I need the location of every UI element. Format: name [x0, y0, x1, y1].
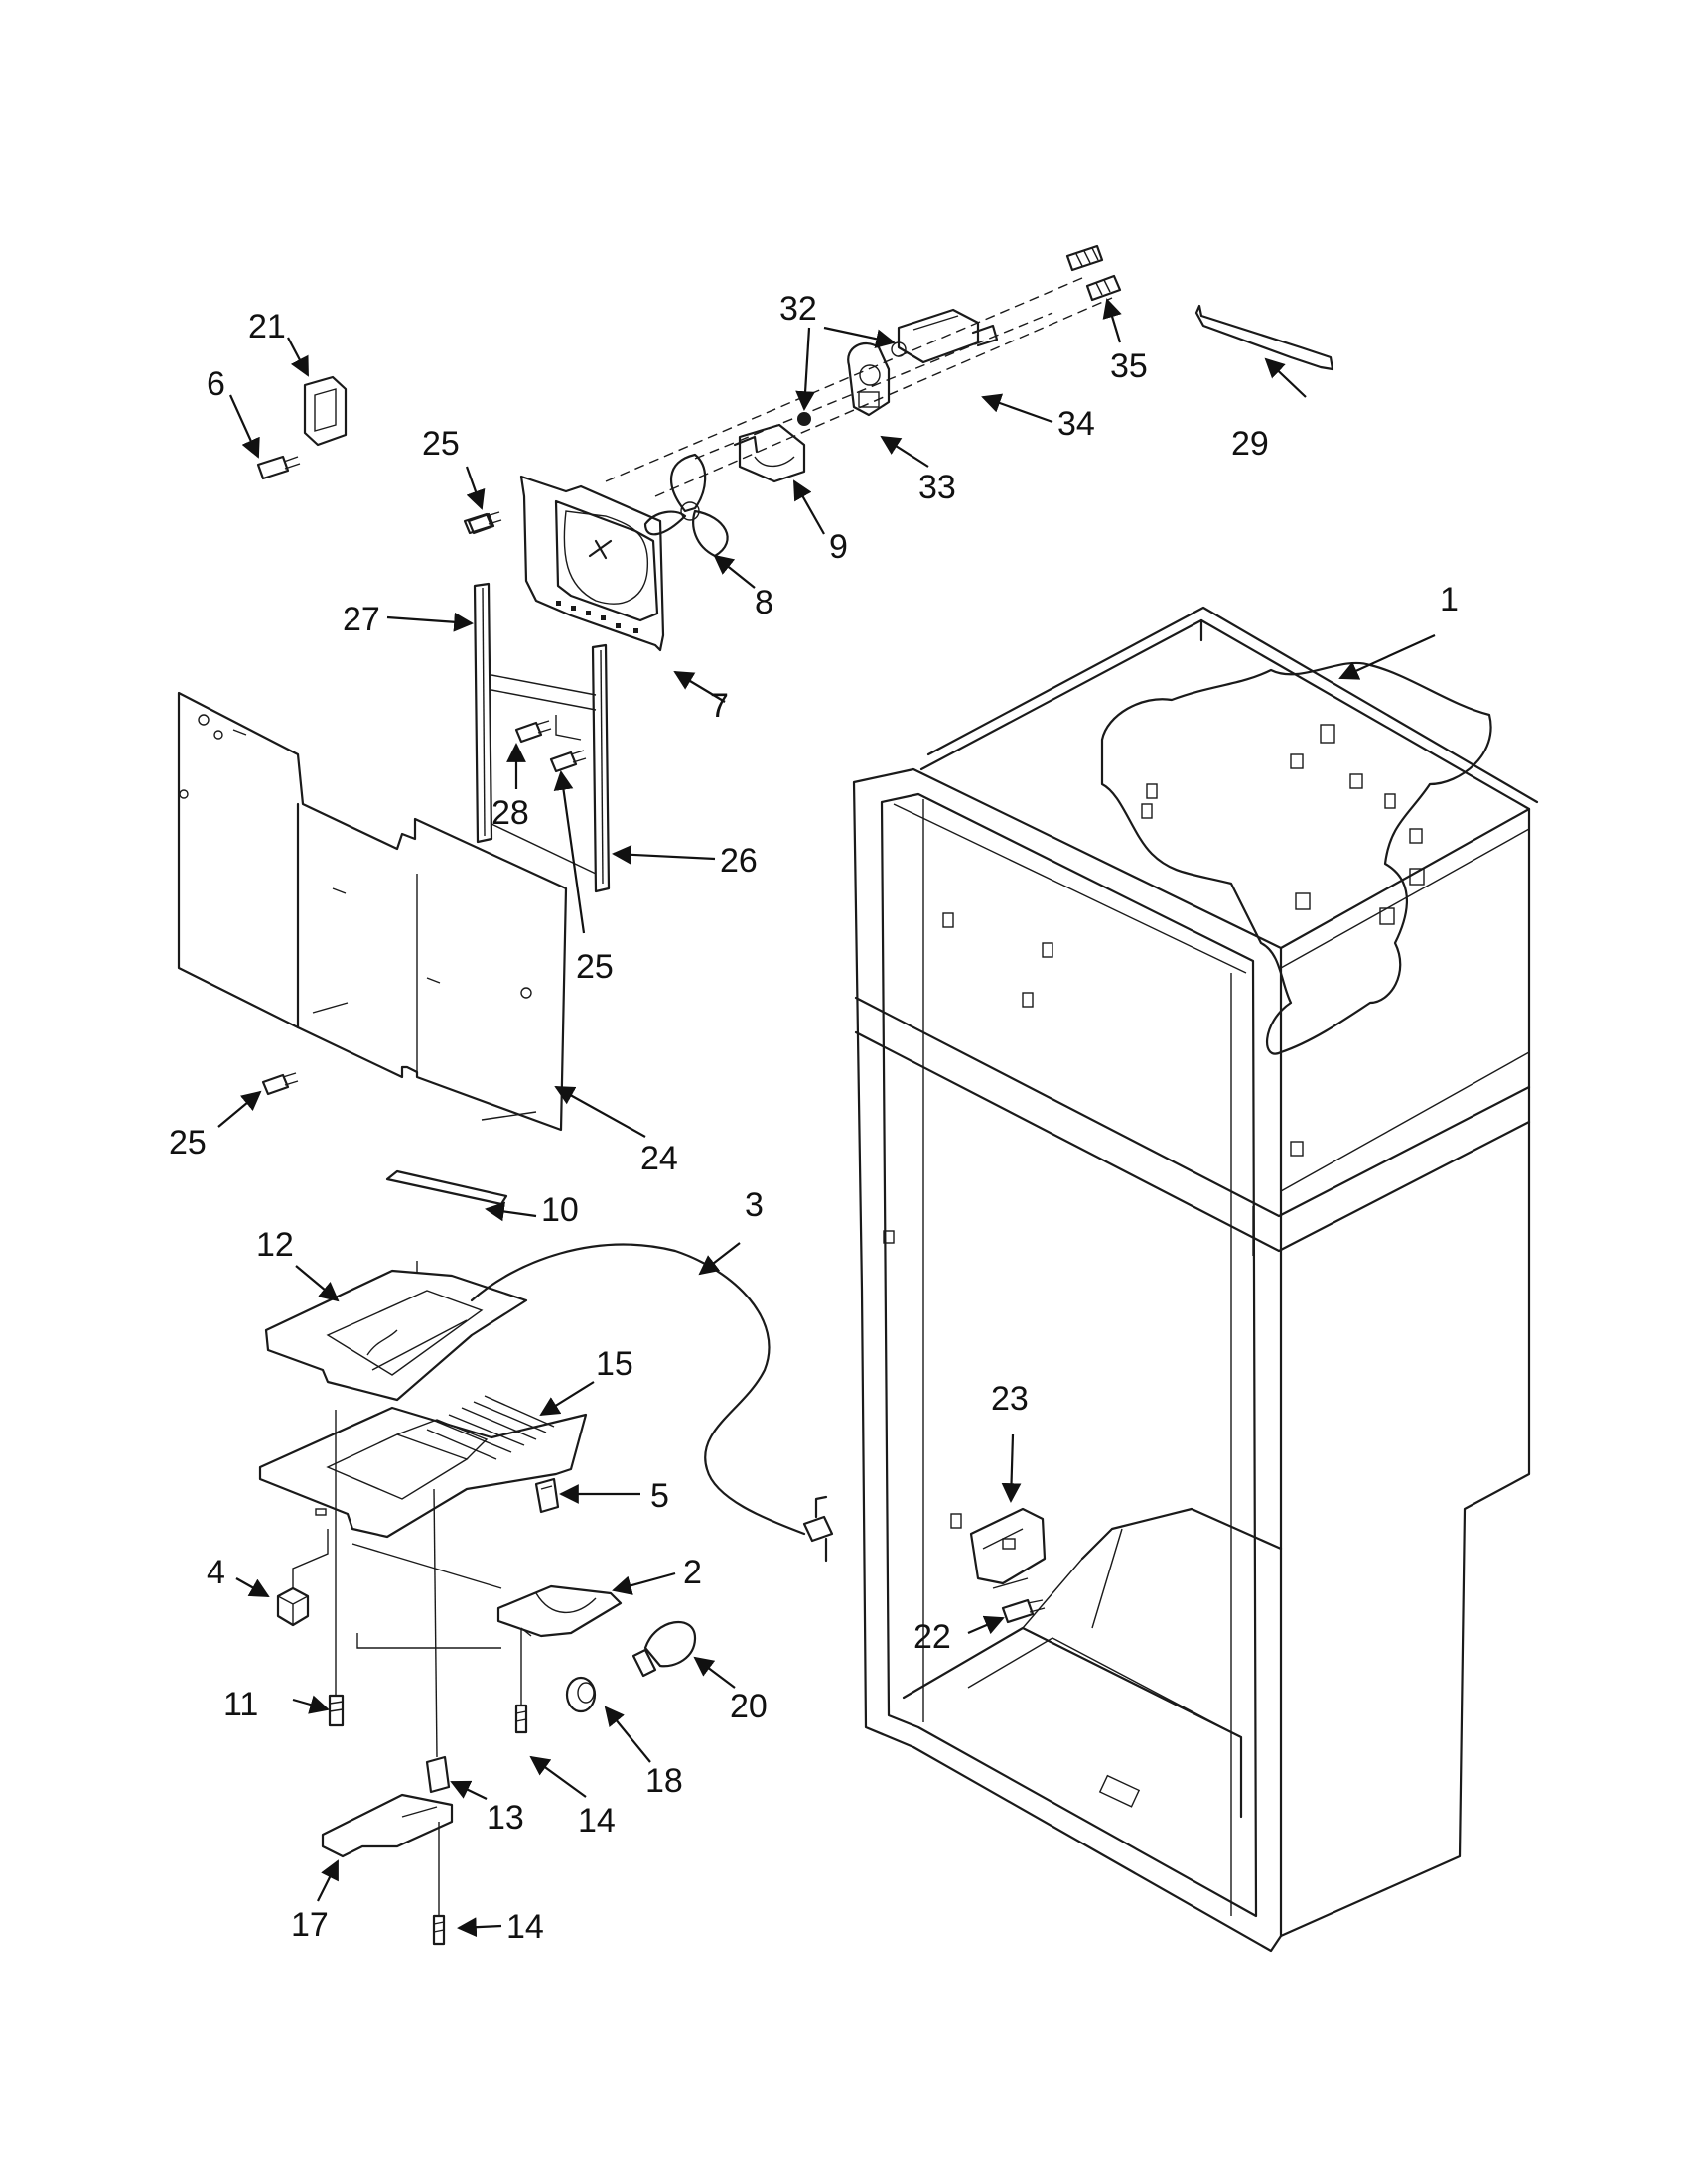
screw-part-14-lower: [432, 1822, 446, 1946]
panel-part-24: [177, 691, 568, 1132]
bracket-part-17: [321, 1793, 454, 1858]
screw-part-22: [1001, 1598, 1046, 1624]
callout-25-low: 25: [169, 1124, 207, 1161]
callout-29: 29: [1231, 425, 1269, 463]
bulb-part-20: [632, 1620, 697, 1678]
light-housing-part-2: [496, 1584, 623, 1638]
callout-7: 7: [710, 687, 729, 725]
screw-part-25-mid: [549, 750, 587, 773]
callout-32: 32: [779, 290, 817, 328]
callout-15: 15: [596, 1345, 633, 1383]
callout-11: 11: [223, 1686, 258, 1723]
rod-part-29: [1194, 304, 1334, 371]
callout-6: 6: [207, 365, 225, 403]
callout-9: 9: [829, 528, 848, 566]
callout-35: 35: [1110, 347, 1148, 385]
callout-25-top: 25: [422, 425, 460, 463]
leader-lines: [217, 298, 1436, 1938]
callout-18: 18: [645, 1762, 683, 1800]
callout-13: 13: [487, 1799, 524, 1837]
callout-10: 10: [541, 1191, 579, 1229]
screw-part-25-low: [261, 1072, 299, 1096]
motor-assembly-part: [605, 244, 1122, 497]
callout-2: 2: [683, 1554, 702, 1591]
callout-14-upper: 14: [578, 1802, 616, 1840]
socket-part-18: [565, 1676, 597, 1713]
rail-part-27: [473, 582, 493, 844]
panel-between-rails: [491, 674, 597, 875]
callout-8: 8: [755, 584, 773, 621]
callout-25-mid: 25: [576, 948, 614, 986]
callout-28: 28: [491, 794, 529, 832]
callout-17: 17: [291, 1906, 329, 1944]
callout-14-lower: 14: [506, 1908, 544, 1946]
callout-4: 4: [207, 1554, 225, 1591]
rail-part-26: [591, 643, 611, 893]
callout-23: 23: [991, 1380, 1029, 1418]
fan-blade-part-8: [643, 453, 729, 558]
callout-1: 1: [1440, 581, 1459, 618]
callout-34: 34: [1057, 405, 1095, 443]
bracket-part-23: [950, 1507, 1047, 1589]
callout-5: 5: [650, 1477, 669, 1515]
strip-part-10: [385, 1169, 508, 1206]
callout-labels: 1 2 3 4 5 6 7 8 9 10 11 12 13 14 14 15 1…: [169, 290, 1459, 1946]
callout-33: 33: [918, 469, 956, 506]
cable-part-3: [470, 1243, 834, 1563]
screw-part-14-upper: [514, 1628, 528, 1734]
callout-22: 22: [913, 1618, 951, 1656]
cover-part-12: [264, 1261, 528, 1402]
callout-26: 26: [720, 842, 758, 880]
housing-part-15: [258, 1395, 588, 1539]
cabinet-liner-part: [852, 606, 1539, 1953]
panel-lower-left: [351, 1543, 502, 1649]
fan-shroud-part-7: [519, 475, 665, 652]
screw-part-6: [256, 455, 301, 480]
screw-part-28: [514, 720, 552, 744]
callout-27: 27: [343, 601, 380, 638]
callout-3: 3: [745, 1186, 764, 1224]
switch-part-21: [303, 375, 348, 447]
callout-20: 20: [730, 1688, 768, 1725]
callout-24: 24: [640, 1140, 678, 1177]
clip-part-5: [534, 1477, 560, 1514]
block-part-4: [276, 1529, 329, 1627]
callout-12: 12: [256, 1226, 294, 1264]
callout-21: 21: [248, 308, 286, 345]
screw-part-11: [328, 1410, 345, 1727]
screw-part-25-upper-left: [467, 512, 495, 535]
part-13: [425, 1488, 451, 1794]
